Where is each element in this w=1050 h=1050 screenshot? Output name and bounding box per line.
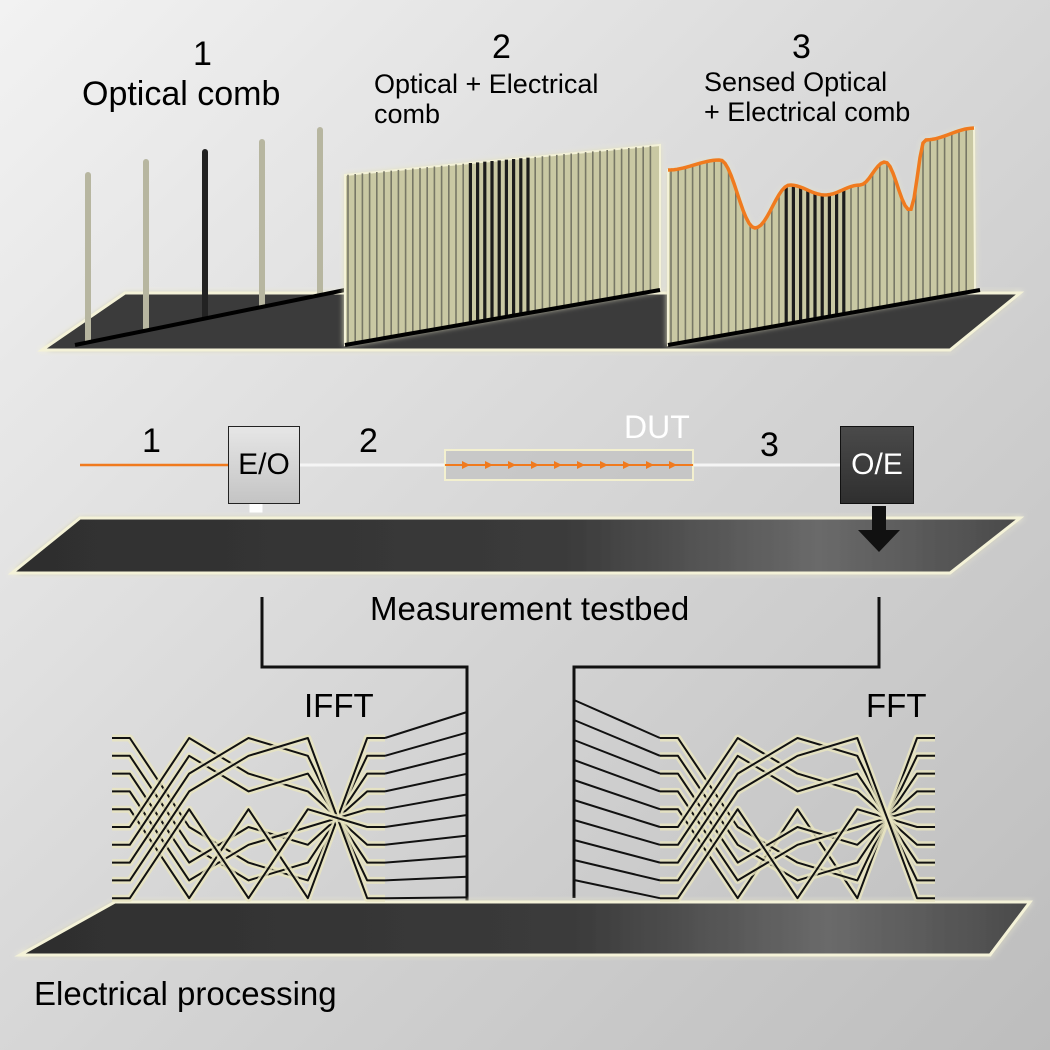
dut-grating-mark: [508, 461, 516, 469]
fan-wire: [573, 879, 661, 900]
butterfly-wire: [660, 737, 935, 900]
fan-wire: [384, 834, 468, 846]
fft-butterfly-network: [573, 699, 935, 902]
fft-label: FFT: [866, 687, 927, 724]
dut-grating-mark: [669, 461, 677, 469]
butterfly-wire: [112, 808, 385, 900]
testbed-platform: [7, 516, 1025, 575]
butterfly-wire: [112, 737, 385, 900]
stage-2-title-line1: Optical + Electrical: [374, 69, 599, 99]
fan-wire: [384, 896, 468, 900]
eo-converter: E/O: [228, 426, 300, 504]
comb-panels: [37, 126, 1025, 352]
dut-grating-mark: [623, 461, 631, 469]
oe-label: O/E: [851, 448, 903, 481]
fan-wire: [384, 875, 468, 882]
butterfly-wire: [660, 808, 935, 900]
segment-2-label: 2: [359, 422, 378, 460]
eo-label: E/O: [238, 448, 290, 481]
fan-wire: [573, 759, 661, 793]
testbed-caption: Measurement testbed: [370, 590, 690, 627]
fan-wire: [573, 719, 661, 757]
oe-converter: O/E: [840, 426, 914, 504]
butterfly-wire: [660, 737, 935, 882]
butterfly-wire: [112, 790, 385, 882]
fan-wire: [384, 793, 468, 811]
stage-1-title: Optical comb: [82, 75, 281, 113]
butterfly-wire: [660, 754, 935, 882]
dut-gratings: [462, 461, 677, 469]
stage-3-number: 3: [792, 28, 811, 66]
butterfly-wire: [112, 737, 385, 846]
sensed-envelope: [667, 126, 975, 230]
dut-grating-mark: [531, 461, 539, 469]
fan-wire: [384, 772, 468, 793]
butterfly-wire: [112, 737, 385, 882]
fan-wire: [384, 711, 468, 739]
dut-label: DUT: [624, 409, 690, 445]
butterfly-wire: [660, 737, 935, 882]
fan-wire: [573, 699, 661, 739]
dut-grating-mark: [554, 461, 562, 469]
wire-testbed-to-fft: [572, 597, 881, 898]
fan-wire: [573, 779, 661, 811]
butterfly-wire: [112, 754, 385, 864]
output-arrow-down: [858, 506, 900, 552]
stage-2-number: 2: [492, 28, 511, 66]
butterfly-wire: [112, 737, 385, 900]
fan-wire: [573, 799, 661, 828]
wire-testbed-to-ifft: [260, 597, 469, 918]
butterfly-wire: [112, 737, 385, 882]
segment-3-label: 3: [760, 426, 779, 464]
dut-grating-mark: [577, 461, 585, 469]
stage-2-title-line2: comb: [374, 99, 441, 129]
butterfly-wire: [660, 790, 935, 882]
fan-wire: [384, 731, 468, 757]
processing-platform: [14, 900, 1034, 957]
fan-wire: [573, 819, 661, 846]
comb-2-wall: [344, 143, 661, 347]
butterfly-wire: [112, 754, 385, 882]
ifft-label: IFFT: [304, 687, 374, 724]
dut-grating-mark: [646, 461, 654, 469]
fan-wire: [384, 752, 468, 775]
fan-wire: [384, 855, 468, 864]
ifft-butterfly-network: [112, 711, 468, 902]
comb-3-wall: [667, 126, 981, 347]
butterfly-wire: [660, 737, 935, 900]
fan-wire: [384, 814, 468, 828]
comb-1-baseline: [74, 288, 346, 347]
fan-wire: [573, 859, 661, 882]
fan-wire: [573, 739, 661, 775]
butterfly-wire: [112, 772, 385, 864]
butterfly-wire: [660, 772, 935, 864]
fan-wire: [573, 839, 661, 864]
dut-grating-mark: [485, 461, 493, 469]
dut-grating-mark: [462, 461, 470, 469]
dut-grating-mark: [600, 461, 608, 469]
butterfly-wire: [660, 737, 935, 846]
processing-caption: Electrical processing: [34, 975, 337, 1012]
butterfly-wire: [660, 754, 935, 864]
stage-3-title-line1: Sensed Optical: [704, 67, 888, 97]
segment-1-label: 1: [142, 422, 161, 460]
stage-3-title-line2: + Electrical comb: [704, 97, 911, 127]
stage-1-number: 1: [193, 35, 212, 73]
